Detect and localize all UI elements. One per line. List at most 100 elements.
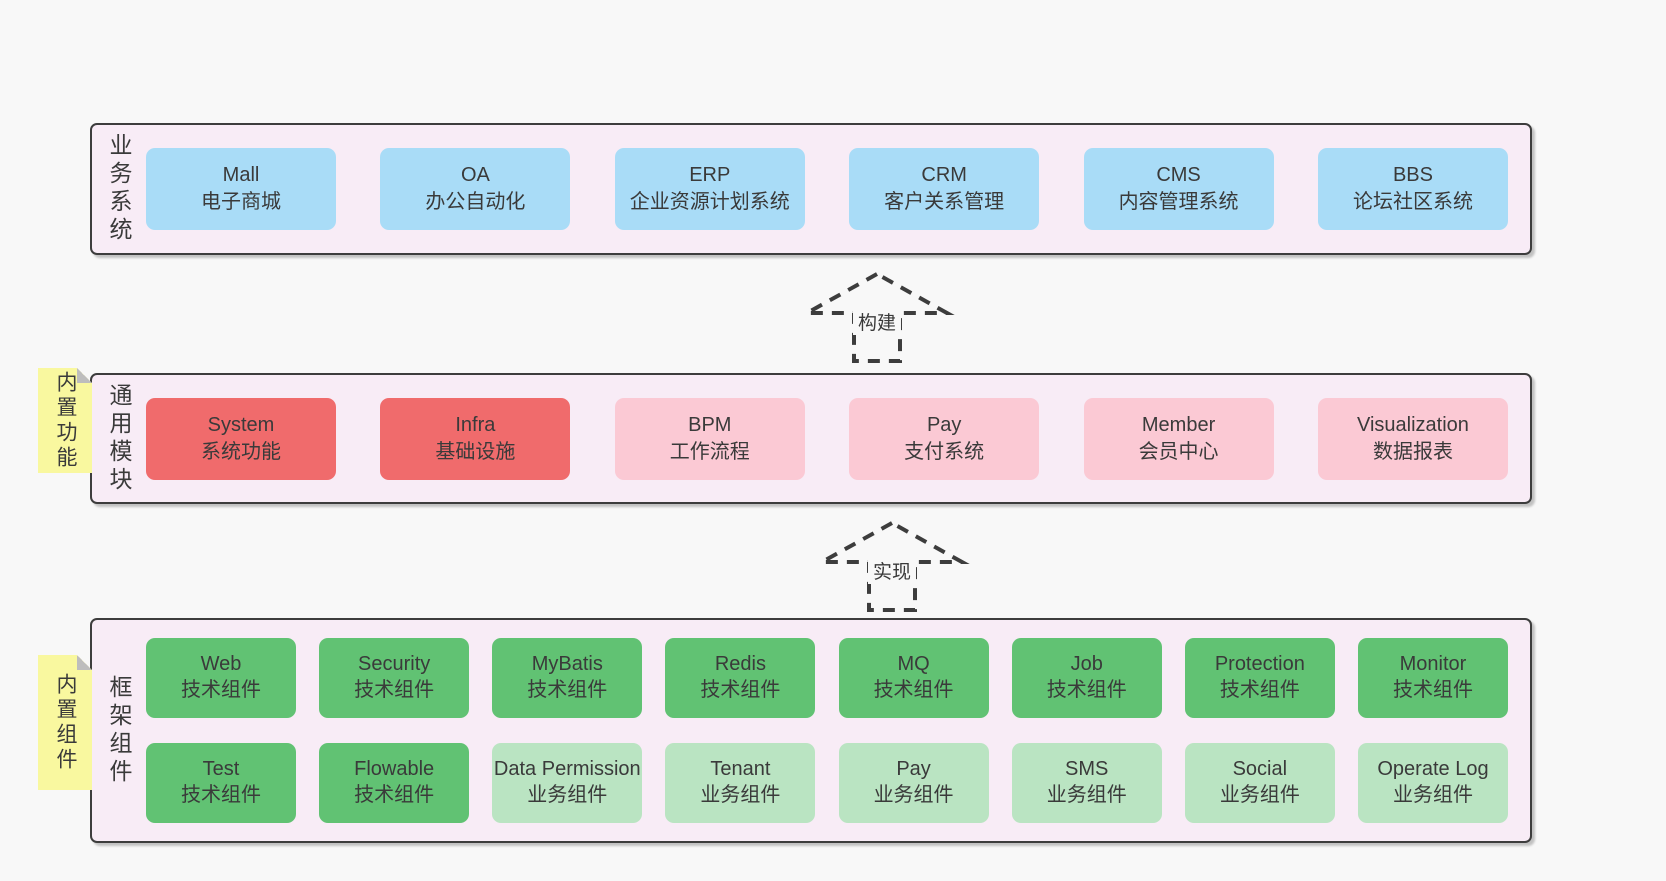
box-title: System: [207, 413, 275, 436]
box-subtitle: 技术组件: [181, 679, 261, 701]
box-title: Job: [1070, 653, 1103, 676]
box-subtitle: 支付系统: [904, 440, 985, 463]
box-title: SMS: [1065, 758, 1109, 781]
box-subtitle: 技术组件: [354, 784, 435, 806]
box-sms: SMS 业务组件: [1011, 743, 1162, 823]
box-mall: Mall 电子商城: [146, 148, 336, 230]
box-subtitle: 数据报表: [1372, 440, 1453, 463]
box-mybatis: MyBatis 技术组件: [492, 638, 643, 718]
box-infra: Infra 基础设施: [380, 397, 571, 480]
band-modules-label: 通用模块: [106, 382, 132, 495]
box-subtitle: 企业资源计划系统: [629, 191, 790, 213]
band-business-label: 业务系统: [106, 133, 132, 245]
box-security: Security 技术组件: [319, 638, 470, 718]
box-pay-module: Pay 支付系统: [849, 397, 1040, 480]
box-subtitle: 技术组件: [700, 679, 781, 701]
box-test: Test 技术组件: [146, 743, 296, 823]
box-mq: MQ 技术组件: [838, 638, 989, 718]
box-subtitle: 电子商城: [201, 191, 281, 213]
box-subtitle: 基础设施: [435, 440, 516, 463]
box-title: BPM: [688, 413, 732, 436]
box-title: Social: [1232, 758, 1288, 781]
box-visualization: Visualization 数据报表: [1317, 397, 1508, 480]
box-title: Visualization: [1356, 413, 1469, 436]
box-bbs: BBS 论坛社区系统: [1317, 148, 1508, 230]
dashed-up-arrow-icon: [814, 520, 970, 612]
sticky-note-built-in-features: 内置功能: [38, 368, 92, 473]
box-title: Security: [358, 653, 431, 676]
box-title: BBS: [1392, 164, 1433, 186]
box-subtitle: 技术组件: [873, 679, 954, 701]
box-subtitle: 技术组件: [1392, 679, 1473, 701]
box-redis: Redis 技术组件: [665, 638, 816, 718]
box-subtitle: 技术组件: [1046, 679, 1127, 701]
box-subtitle: 业务组件: [1392, 784, 1473, 806]
box-title: Pay: [926, 413, 962, 436]
box-title: OA: [460, 164, 490, 186]
band-business-systems: 业务系统 Mall 电子商城 OA 办公自动化 ERP 企业资源计划系统 CRM…: [90, 123, 1532, 255]
box-erp: ERP 企业资源计划系统: [614, 148, 805, 230]
box-pay-component: Pay 业务组件: [838, 743, 989, 823]
band-components-boxes: Web 技术组件 Security 技术组件 MyBatis 技术组件 Redi…: [146, 620, 1530, 841]
box-subtitle: 技术组件: [1219, 679, 1300, 701]
box-title: Operate Log: [1377, 758, 1489, 781]
sticky-note-built-in-components: 内置组件: [38, 655, 92, 790]
box-title: Infra: [455, 413, 496, 436]
box-title: CMS: [1156, 164, 1201, 186]
box-job: Job 技术组件: [1011, 638, 1162, 718]
box-title: Web: [200, 653, 242, 676]
box-oa: OA 办公自动化: [380, 148, 571, 230]
box-bpm: BPM 工作流程: [614, 397, 805, 480]
implement-arrow: 实现: [807, 517, 977, 614]
box-title: Protection: [1214, 653, 1305, 676]
box-title: Pay: [896, 758, 931, 781]
box-title: Redis: [714, 653, 766, 676]
build-arrow-label: 构建: [852, 308, 902, 335]
box-title: Member: [1141, 413, 1216, 436]
box-title: CRM: [921, 164, 967, 186]
box-subtitle: 业务组件: [527, 784, 608, 806]
box-subtitle: 业务组件: [873, 784, 954, 806]
box-title: Data Permission: [493, 758, 641, 781]
box-web: Web 技术组件: [146, 638, 296, 718]
implement-arrow-label: 实现: [867, 557, 917, 584]
box-subtitle: 会员中心: [1138, 440, 1219, 463]
box-title: ERP: [689, 164, 731, 186]
box-subtitle: 工作流程: [669, 440, 750, 463]
band-business-boxes: Mall 电子商城 OA 办公自动化 ERP 企业资源计划系统 CRM 客户关系…: [146, 125, 1530, 253]
box-subtitle: 办公自动化: [425, 191, 526, 213]
build-arrow: 构建: [792, 268, 962, 365]
band-components-label: 框架组件: [106, 674, 132, 787]
box-subtitle: 业务组件: [700, 784, 781, 806]
box-subtitle: 论坛社区系统: [1352, 191, 1473, 213]
box-tenant: Tenant 业务组件: [665, 743, 816, 823]
box-data-permission: Data Permission 业务组件: [492, 743, 643, 823]
box-title: MQ: [897, 653, 930, 676]
box-flowable: Flowable 技术组件: [319, 743, 470, 823]
box-subtitle: 内容管理系统: [1118, 191, 1239, 213]
components-row-2: Test 技术组件 Flowable 技术组件 Data Permission …: [146, 743, 1508, 823]
box-title: Flowable: [354, 758, 435, 781]
dashed-up-arrow-icon: [799, 271, 955, 363]
box-crm: CRM 客户关系管理: [849, 148, 1040, 230]
box-subtitle: 客户关系管理: [884, 191, 1005, 213]
band-modules-boxes: System 系统功能 Infra 基础设施 BPM 工作流程 Pay 支付系统…: [146, 375, 1530, 502]
box-subtitle: 业务组件: [1219, 784, 1300, 806]
box-subtitle: 技术组件: [354, 679, 435, 701]
box-title: Monitor: [1399, 653, 1467, 676]
note-text: 内置组件: [54, 672, 77, 773]
box-subtitle: 系统功能: [201, 440, 281, 463]
band-framework-components: 框架组件 Web 技术组件 Security 技术组件 MyBatis 技术组件…: [90, 618, 1532, 843]
box-title: Test: [202, 758, 240, 781]
box-cms: CMS 内容管理系统: [1083, 148, 1274, 230]
box-title: Tenant: [710, 758, 771, 781]
box-title: MyBatis: [531, 653, 603, 676]
band-common-modules: 通用模块 System 系统功能 Infra 基础设施 BPM 工作流程 Pay…: [90, 373, 1532, 504]
box-title: Mall: [222, 164, 260, 186]
box-monitor: Monitor 技术组件: [1357, 638, 1508, 718]
box-social: Social 业务组件: [1184, 743, 1335, 823]
box-member: Member 会员中心: [1083, 397, 1274, 480]
box-subtitle: 业务组件: [1046, 784, 1127, 806]
box-protection: Protection 技术组件: [1184, 638, 1335, 718]
